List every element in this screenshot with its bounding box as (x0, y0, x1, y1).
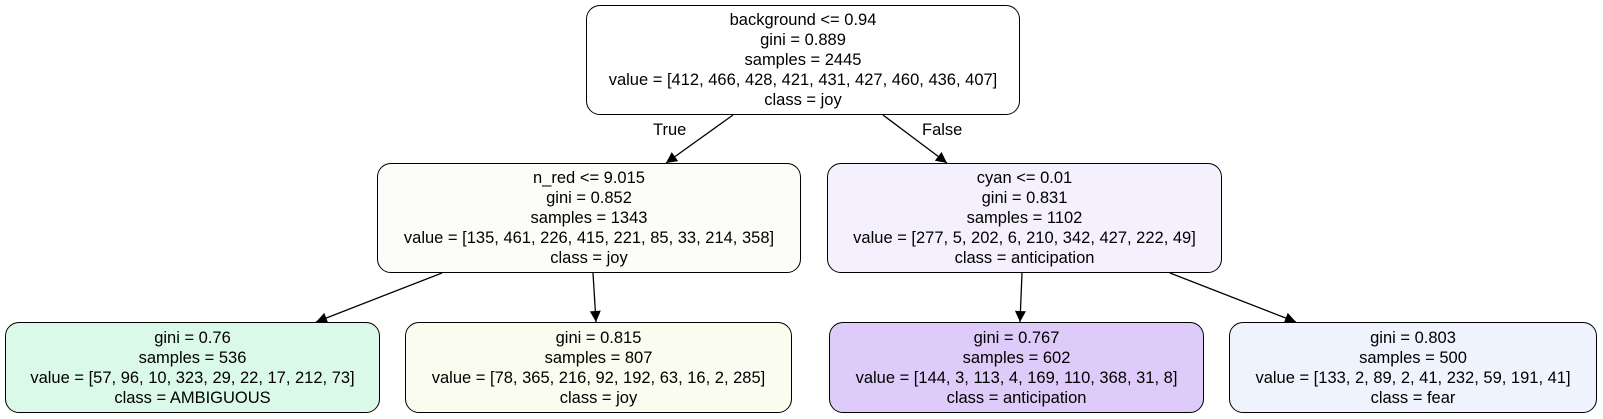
edge-arrow-right-to-leaf-3 (1014, 272, 1026, 323)
edge-label-false: False (922, 121, 963, 139)
node-text-line: samples = 536 (138, 348, 247, 367)
node-text-line: value = [57, 96, 10, 323, 29, 22, 17, 21… (30, 368, 355, 387)
node-text-line: gini = 0.803 (1370, 328, 1456, 347)
node-text-line: samples = 807 (544, 348, 653, 367)
node-text-line: value = [277, 5, 202, 6, 210, 342, 427, … (853, 229, 1196, 247)
node-text-line: class = joy (550, 249, 628, 267)
edge-arrow-right-to-leaf-4 (1169, 272, 1297, 324)
node-text-line: value = [135, 461, 226, 415, 221, 85, 33… (403, 229, 775, 247)
edge-arrow-root-to-right (882, 114, 948, 164)
node-text-line: samples = 2445 (744, 51, 862, 69)
tree-node-right: cyan <= 0.01 gini = 0.831 samples = 1102 va… (827, 163, 1222, 273)
node-text-line: background <= 0.94 (729, 11, 877, 29)
node-text-line: class = anticipation (946, 388, 1087, 407)
node-text-line: n_red <= 9.015 (533, 169, 645, 187)
node-text-line: class = AMBIGUOUS (114, 388, 271, 407)
node-text-line: samples = 1102 (966, 209, 1083, 227)
node-text-line: samples = 602 (962, 348, 1071, 367)
node-text-line: gini = 0.852 (546, 189, 632, 207)
node-text-line: class = joy (764, 91, 842, 109)
node-text-line: value = [412, 466, 428, 421, 431, 427, 4… (608, 71, 998, 89)
tree-node-root: background <= 0.94 gini = 0.889 samples = … (586, 5, 1020, 115)
node-text-line: gini = 0.889 (760, 31, 846, 49)
node-text-line: cyan <= 0.01 (976, 169, 1073, 187)
node-text-line: class = anticipation (954, 249, 1095, 267)
node-text-line: class = joy (559, 388, 638, 407)
node-text-line: samples = 500 (1359, 348, 1467, 367)
node-text-line: class = fear (1370, 388, 1456, 407)
edge-arrow-root-to-left (665, 114, 734, 164)
node-text-line: samples = 1343 (530, 209, 648, 227)
node-text-line: gini = 0.815 (555, 328, 642, 347)
node-text-line: gini = 0.831 (981, 189, 1068, 207)
node-text-line: gini = 0.767 (973, 328, 1060, 347)
edge-arrow-left-to-leaf-2 (589, 272, 601, 323)
node-text-line: gini = 0.76 (154, 328, 231, 347)
node-text-line: value = [144, 3, 113, 4, 169, 110, 368, … (855, 368, 1178, 387)
edges-layer (315, 114, 1297, 324)
node-text-line: value = [133, 2, 89, 2, 41, 232, 59, 191… (1255, 368, 1571, 387)
edge-arrow-left-to-leaf-1 (315, 272, 443, 324)
node-text-line: value = [78, 365, 216, 92, 192, 63, 16, … (431, 368, 766, 387)
edge-label-true: True (653, 121, 687, 139)
tree-node-left: n_red <= 9.015 gini = 0.852 samples = 1343… (377, 163, 801, 273)
